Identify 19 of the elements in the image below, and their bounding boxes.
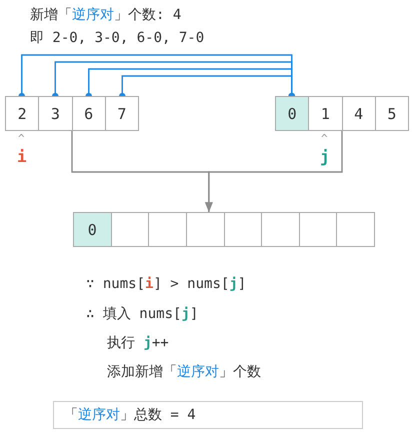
text-line: ∴ 填入 nums[j] <box>86 305 198 323</box>
text-line: 即 2-0, 3-0, 6-0, 7-0 <box>30 29 204 47</box>
text-line: 添加新增「逆序对」个数 <box>107 363 261 381</box>
array-frame <box>275 96 409 131</box>
pointer-caret: ^ <box>18 132 25 145</box>
array-cell: 0 <box>276 97 308 130</box>
array-frame <box>5 96 139 131</box>
arrow <box>204 131 343 212</box>
array-cell <box>298 213 336 246</box>
text-line: 执行 j++ <box>107 334 169 352</box>
pointer-caret: ^ <box>321 132 328 145</box>
array-cell <box>110 213 148 246</box>
pointer-label: i <box>17 147 27 166</box>
total-box: 「逆序对」总数 = 4 <box>53 401 363 429</box>
array-frame <box>73 212 375 247</box>
pointer-label: j <box>320 147 330 166</box>
array-cell: 0 <box>74 213 111 246</box>
text-line: ∵ nums[i] > nums[j] <box>86 276 246 292</box>
text-line: 新增「逆序对」个数: 4 <box>30 6 182 24</box>
